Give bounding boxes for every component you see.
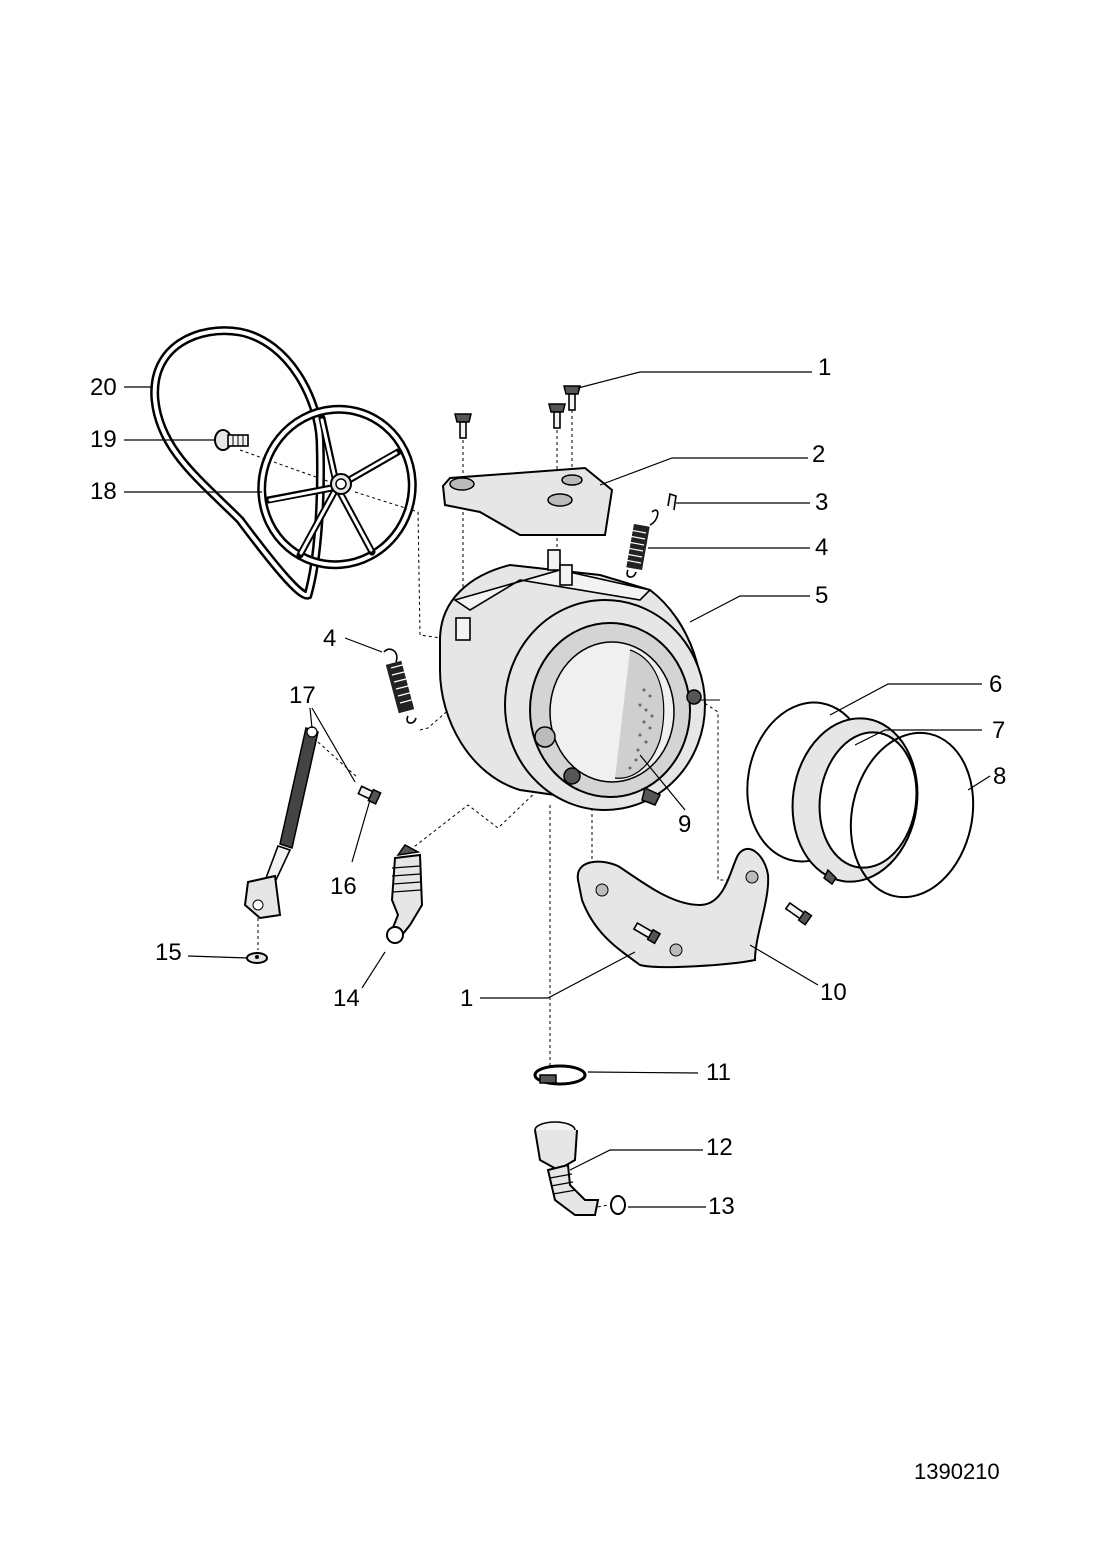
callout-leader-lines	[124, 371, 991, 1208]
tub-screws-part	[454, 385, 581, 439]
callout-19: 19	[90, 426, 117, 453]
callout-3: 3	[815, 489, 828, 516]
callout-11: 11	[706, 1059, 731, 1086]
callout-6: 6	[989, 671, 1002, 698]
shock-absorber-part	[243, 726, 319, 920]
shock-pin-part	[357, 785, 382, 805]
front-frame-part	[576, 847, 813, 969]
callout-8: 8	[993, 763, 1006, 790]
callout-16: 16	[330, 873, 357, 900]
suspension-spring-left-part	[383, 648, 417, 724]
outer-clamp-ring-part	[849, 731, 975, 899]
suspension-spring-right-part	[624, 509, 659, 578]
callout-5: 5	[815, 582, 828, 609]
document-id: 1390210	[914, 1459, 1000, 1484]
callout-7: 7	[992, 717, 1005, 744]
callout-12: 12	[706, 1134, 733, 1161]
callout-18: 18	[90, 478, 117, 505]
callout-2: 2	[812, 441, 825, 468]
sump-hose-part	[534, 1121, 600, 1216]
callout-1-bottom: 1	[460, 985, 473, 1012]
callout-4-left: 4	[323, 625, 336, 652]
tub-drum-assembly-part	[439, 549, 720, 811]
drain-hose-part	[386, 844, 424, 944]
callout-10: 10	[820, 979, 847, 1006]
hose-clip-part	[533, 1064, 587, 1086]
spring-hook-part	[667, 492, 677, 511]
callout-20: 20	[90, 374, 117, 401]
callout-13: 13	[708, 1193, 735, 1220]
callout-labels: 1 2 3 4 5 4 6 7 8 9 10 1 11 12 13 14 15 …	[90, 354, 1006, 1220]
callout-9: 9	[678, 811, 691, 838]
pulley-bolt-part	[214, 429, 249, 451]
door-seal-part	[791, 717, 919, 886]
callout-1-top: 1	[818, 354, 831, 381]
callout-15: 15	[155, 939, 182, 966]
washer-part	[246, 952, 268, 964]
drum-pulley-part	[257, 404, 417, 570]
callout-17: 17	[289, 682, 316, 709]
callout-4-right: 4	[815, 534, 828, 561]
callout-14: 14	[333, 985, 360, 1012]
small-hose-clip-part	[610, 1195, 626, 1215]
counterweight-part	[441, 466, 614, 536]
